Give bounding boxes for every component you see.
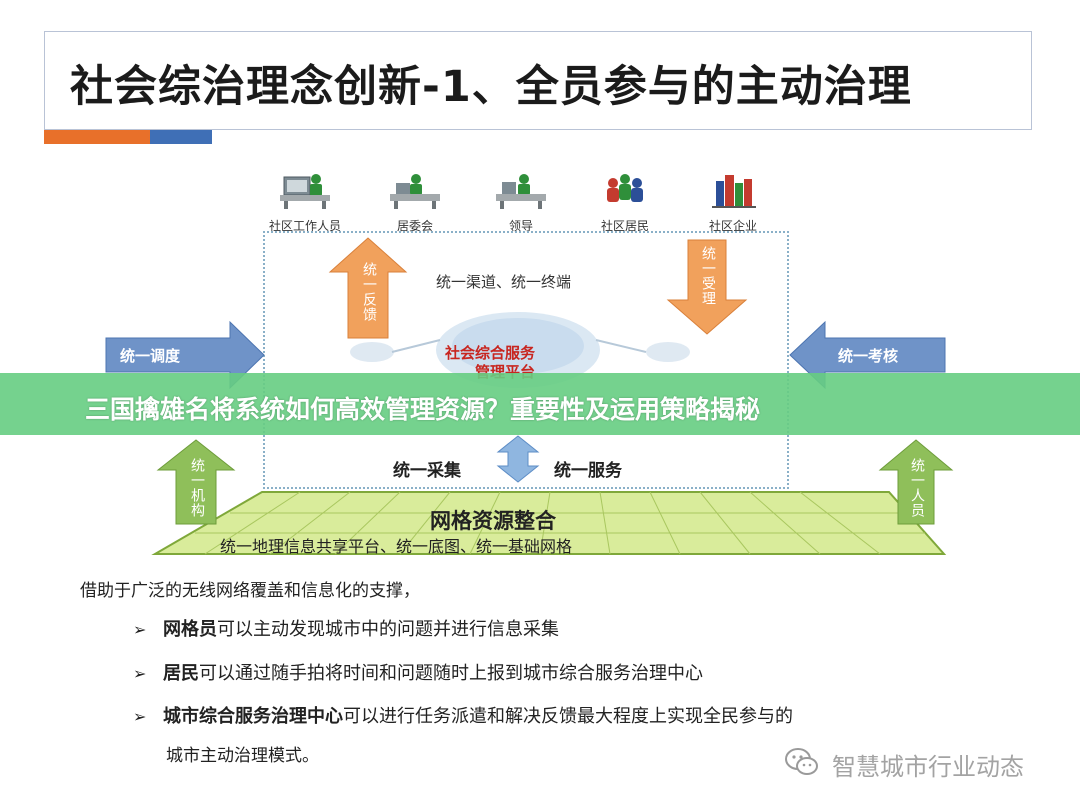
role-label: 社区工作人员 — [268, 219, 341, 233]
headline-text[interactable]: 三国擒雄名将系统如何高效管理资源？重要性及运用策略揭秘 — [85, 395, 761, 424]
role-enterprise: 社区企业 — [693, 171, 773, 234]
role-leader: 领导 — [481, 171, 561, 234]
dispatch-arrow-label: 统一调度 — [120, 347, 181, 365]
role-label: 社区企业 — [708, 219, 757, 233]
intro-text: 借助于广泛的无线网络覆盖和信息化的支撑， — [80, 581, 420, 601]
role-residents: 社区居民 — [585, 171, 665, 234]
dispatch-arrow — [105, 320, 265, 390]
evaluation-arrow-label: 统一考核 — [838, 347, 899, 365]
office-worker-icon — [280, 174, 330, 209]
personnel-arrow-label: 统一人员 — [909, 458, 925, 518]
bullet-bold: 居民 — [163, 663, 199, 684]
feedback-arrow-label: 统一反馈 — [361, 262, 377, 322]
personnel-arrow — [878, 439, 954, 525]
organization-arrow-label: 统一机构 — [189, 458, 205, 518]
role-committee: 居委会 — [375, 171, 455, 234]
role-label: 社区居民 — [600, 219, 649, 233]
bullet-text: 可以进行任务派遣和解决反馈最大程度上实现全民参与的 — [343, 706, 793, 727]
title-divider — [44, 129, 1032, 130]
role-label: 居委会 — [396, 219, 433, 233]
evaluation-arrow — [789, 320, 946, 390]
buildings-icon — [712, 175, 756, 208]
bullet-bold: 网格员 — [163, 619, 217, 640]
bullet-arrow-icon: ➢ — [133, 664, 147, 683]
bullet-arrow-icon: ➢ — [133, 707, 147, 726]
platform-name-line1: 社会综合服务 — [445, 344, 536, 362]
wechat-icon — [785, 748, 818, 775]
globe-icon — [350, 312, 690, 388]
grid-title: 网格资源整合 — [430, 509, 556, 533]
grid-platform — [151, 491, 947, 555]
bullet-item: ➢ 网格员可以主动发现城市中的问题并进行信息采集 — [133, 615, 559, 641]
feedback-arrow — [328, 237, 408, 339]
channel-label: 统一渠道、统一终端 — [436, 273, 572, 291]
bullet-bold: 城市综合服务治理中心 — [163, 706, 343, 727]
accept-arrow-label: 统一受理 — [700, 246, 716, 306]
bidirectional-arrow-icon — [496, 435, 540, 483]
committee-desk-icon — [390, 174, 440, 209]
bullet-arrow-icon: ➢ — [133, 620, 147, 639]
collect-label: 统一采集 — [393, 461, 461, 481]
residents-group-icon — [607, 174, 643, 202]
bullet-text: 可以通过随手拍将时间和问题随时上报到城市综合服务治理中心 — [199, 663, 703, 684]
accent-bar-blue — [150, 130, 212, 144]
title-frame — [44, 31, 1032, 129]
bullet-text: 可以主动发现城市中的问题并进行信息采集 — [217, 619, 559, 640]
bullet-continuation: 城市主动治理模式。 — [166, 746, 319, 766]
bullet-item: ➢ 城市综合服务治理中心可以进行任务派遣和解决反馈最大程度上实现全民参与的 — [133, 702, 793, 728]
role-label: 领导 — [508, 219, 533, 233]
grid-subtitle: 统一地理信息共享平台、统一底图、统一基础网格 — [220, 537, 573, 556]
role-community-worker: 社区工作人员 — [265, 171, 345, 234]
slide-title: 社会综治理念创新-1、全员参与的主动治理 — [70, 62, 912, 112]
accept-arrow — [666, 239, 748, 335]
bullet-item: ➢ 居民可以通过随手拍将时间和问题随时上报到城市综合服务治理中心 — [133, 659, 703, 685]
platform-boundary — [263, 231, 789, 489]
watermark-text: 智慧城市行业动态 — [832, 753, 1024, 781]
accent-bar-orange — [44, 130, 150, 144]
headline-banner[interactable] — [0, 373, 1080, 435]
service-label: 统一服务 — [554, 461, 622, 481]
organization-arrow — [156, 439, 236, 525]
leader-desk-icon — [496, 174, 546, 209]
